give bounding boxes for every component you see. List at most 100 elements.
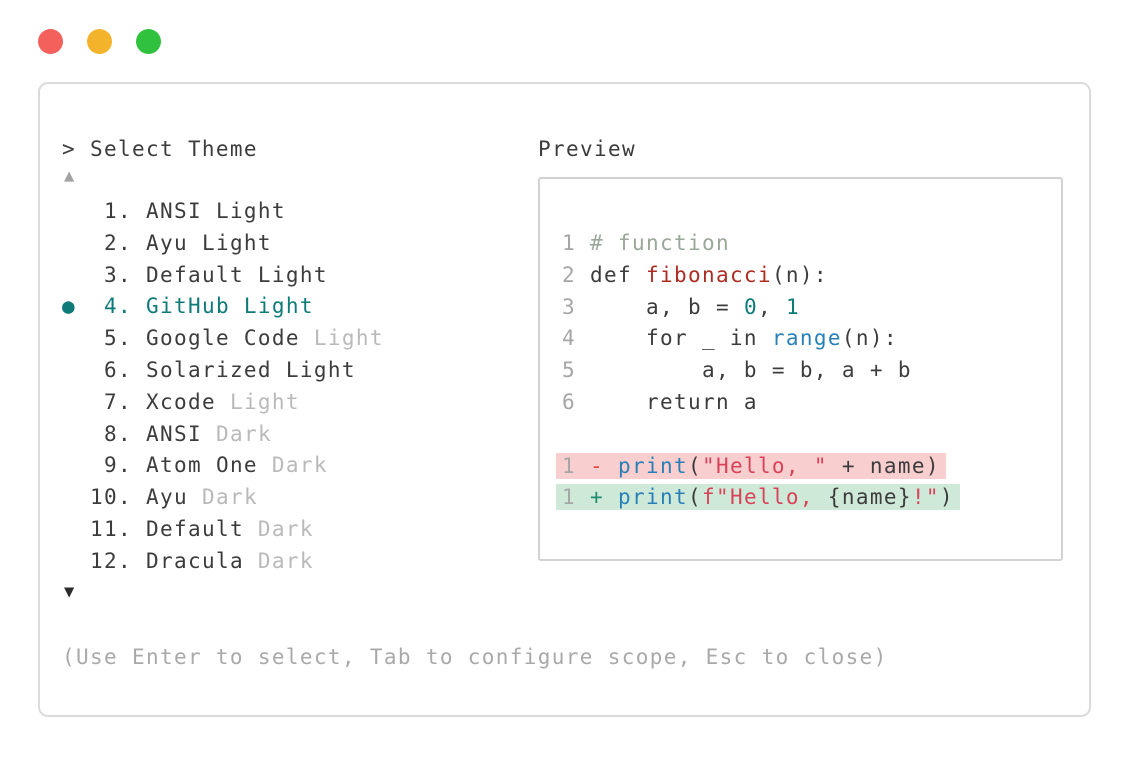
- theme-option[interactable]: 7. Xcode Light: [62, 387, 384, 419]
- code-token: (n):: [841, 326, 898, 351]
- code-token: + name): [827, 453, 940, 478]
- bullet-spacer: [62, 517, 90, 541]
- theme-option-number: 9.: [90, 453, 146, 478]
- code-token: return a: [590, 389, 758, 414]
- window-controls: [38, 29, 161, 54]
- theme-option-name: GitHub Light: [145, 294, 314, 319]
- theme-option[interactable]: ● 4. GitHub Light: [62, 291, 384, 323]
- code-line: 3 a, b = 0, 1: [562, 292, 960, 324]
- footer-hint: (Use Enter to select, Tab to configure s…: [62, 645, 888, 669]
- code-token: "Hello, ": [701, 453, 828, 478]
- code-token: 0: [743, 294, 758, 319]
- theme-option-name: ANSI Light: [145, 199, 286, 223]
- code-token: f"Hello,: [701, 485, 828, 510]
- code-line: 2 def fibonacci(n):: [562, 260, 960, 292]
- theme-option[interactable]: 1. ANSI Light: [62, 196, 384, 228]
- theme-option-variant: Dark: [187, 485, 258, 510]
- code-token: print: [618, 453, 688, 478]
- code-token: 5: [562, 358, 590, 383]
- close-button[interactable]: [38, 29, 63, 54]
- code-token: {name}: [827, 485, 912, 510]
- theme-option[interactable]: 6. Solarized Light: [62, 355, 384, 387]
- theme-picker-panel: > Select Theme Preview ▲ 1. ANSI Light 2…: [38, 82, 1091, 717]
- theme-option-number: 5.: [90, 326, 146, 351]
- code-token: (: [687, 453, 702, 478]
- code-line: 5 a, b = b, a + b: [562, 355, 960, 387]
- bullet-spacer: [62, 485, 90, 509]
- theme-option-number: 8.: [90, 421, 146, 446]
- code-token: +: [590, 485, 618, 510]
- theme-option-name: Ayu Light: [145, 230, 272, 255]
- theme-option-variant: Dark: [243, 516, 314, 541]
- minimize-button[interactable]: [87, 29, 112, 54]
- code-token: 4: [562, 326, 590, 351]
- theme-option-name: Google Code: [145, 326, 300, 351]
- code-token: def: [590, 262, 646, 287]
- theme-option-number: 2.: [90, 230, 146, 255]
- theme-option-name: Atom One: [145, 453, 258, 478]
- theme-option-variant: Dark: [257, 453, 328, 478]
- theme-option-number: 10.: [90, 485, 146, 510]
- theme-option-variant: Light: [299, 326, 384, 351]
- code-token: range: [771, 326, 842, 351]
- code-token: # function: [590, 231, 730, 255]
- theme-option-name: Xcode: [145, 389, 216, 414]
- theme-option[interactable]: 10. Ayu Dark: [62, 482, 384, 514]
- theme-option-variant: Dark: [201, 421, 272, 446]
- theme-option-number: 6.: [90, 357, 146, 382]
- selected-bullet-icon: ●: [62, 294, 90, 319]
- theme-option-name: Solarized Light: [145, 357, 356, 382]
- bullet-spacer: [62, 390, 90, 414]
- bullet-spacer: [62, 263, 90, 287]
- theme-option[interactable]: 2. Ayu Light: [62, 228, 384, 260]
- code-token: 1: [785, 294, 800, 319]
- diff-line: 1 - print("Hello, " + name): [556, 451, 960, 483]
- theme-option[interactable]: 11. Default Dark: [62, 514, 384, 546]
- theme-option[interactable]: 8. ANSI Dark: [62, 419, 384, 451]
- theme-option[interactable]: 3. Default Light: [62, 260, 384, 292]
- bullet-spacer: [62, 453, 90, 477]
- theme-option-number: 4.: [90, 294, 146, 319]
- code-token: (: [687, 485, 702, 510]
- scroll-down-icon[interactable]: ▼: [64, 582, 75, 602]
- code-token: !": [911, 485, 940, 510]
- code-token: -: [590, 453, 618, 478]
- code-line: 4 for _ in range(n):: [562, 323, 960, 355]
- diff-line: 1 + print(f"Hello, {name}!"): [556, 482, 960, 514]
- bullet-spacer: [62, 422, 90, 446]
- code-token: a, b =: [590, 294, 744, 319]
- code-token: ,: [757, 294, 786, 319]
- theme-option[interactable]: 5. Google Code Light: [62, 323, 384, 355]
- code-line: [562, 419, 960, 451]
- code-token: print: [618, 485, 688, 510]
- theme-option-number: 3.: [90, 262, 146, 287]
- scroll-up-icon[interactable]: ▲: [64, 166, 75, 186]
- theme-option-number: 1.: [90, 199, 146, 223]
- code-token: ): [939, 485, 954, 510]
- theme-option-name: Ayu: [145, 485, 188, 510]
- theme-option-number: 7.: [90, 389, 146, 414]
- theme-option[interactable]: 9. Atom One Dark: [62, 450, 384, 482]
- theme-option-number: 12.: [90, 548, 146, 573]
- zoom-button[interactable]: [136, 29, 161, 54]
- code-token: 1: [562, 231, 590, 255]
- picker-title: > Select Theme: [62, 137, 258, 161]
- theme-option-name: Dracula: [145, 548, 244, 573]
- theme-option[interactable]: 12. Dracula Dark: [62, 546, 384, 578]
- bullet-spacer: [62, 358, 90, 382]
- code-token: a, b = b, a + b: [590, 358, 912, 383]
- theme-option-variant: Light: [215, 389, 300, 414]
- code-token: 2: [562, 262, 590, 287]
- bullet-spacer: [62, 326, 90, 350]
- code-token: for _ in: [590, 326, 772, 351]
- code-token: 1: [562, 453, 590, 478]
- theme-option-variant: Dark: [243, 548, 314, 573]
- theme-option-name: Default Light: [145, 262, 328, 287]
- code-token: fibonacci: [645, 262, 772, 287]
- theme-option-name: Default: [145, 516, 244, 541]
- preview-label: Preview: [538, 137, 636, 161]
- diff-added-highlight: 1 + print(f"Hello, {name}!"): [556, 484, 960, 511]
- code-token: (n):: [771, 262, 828, 287]
